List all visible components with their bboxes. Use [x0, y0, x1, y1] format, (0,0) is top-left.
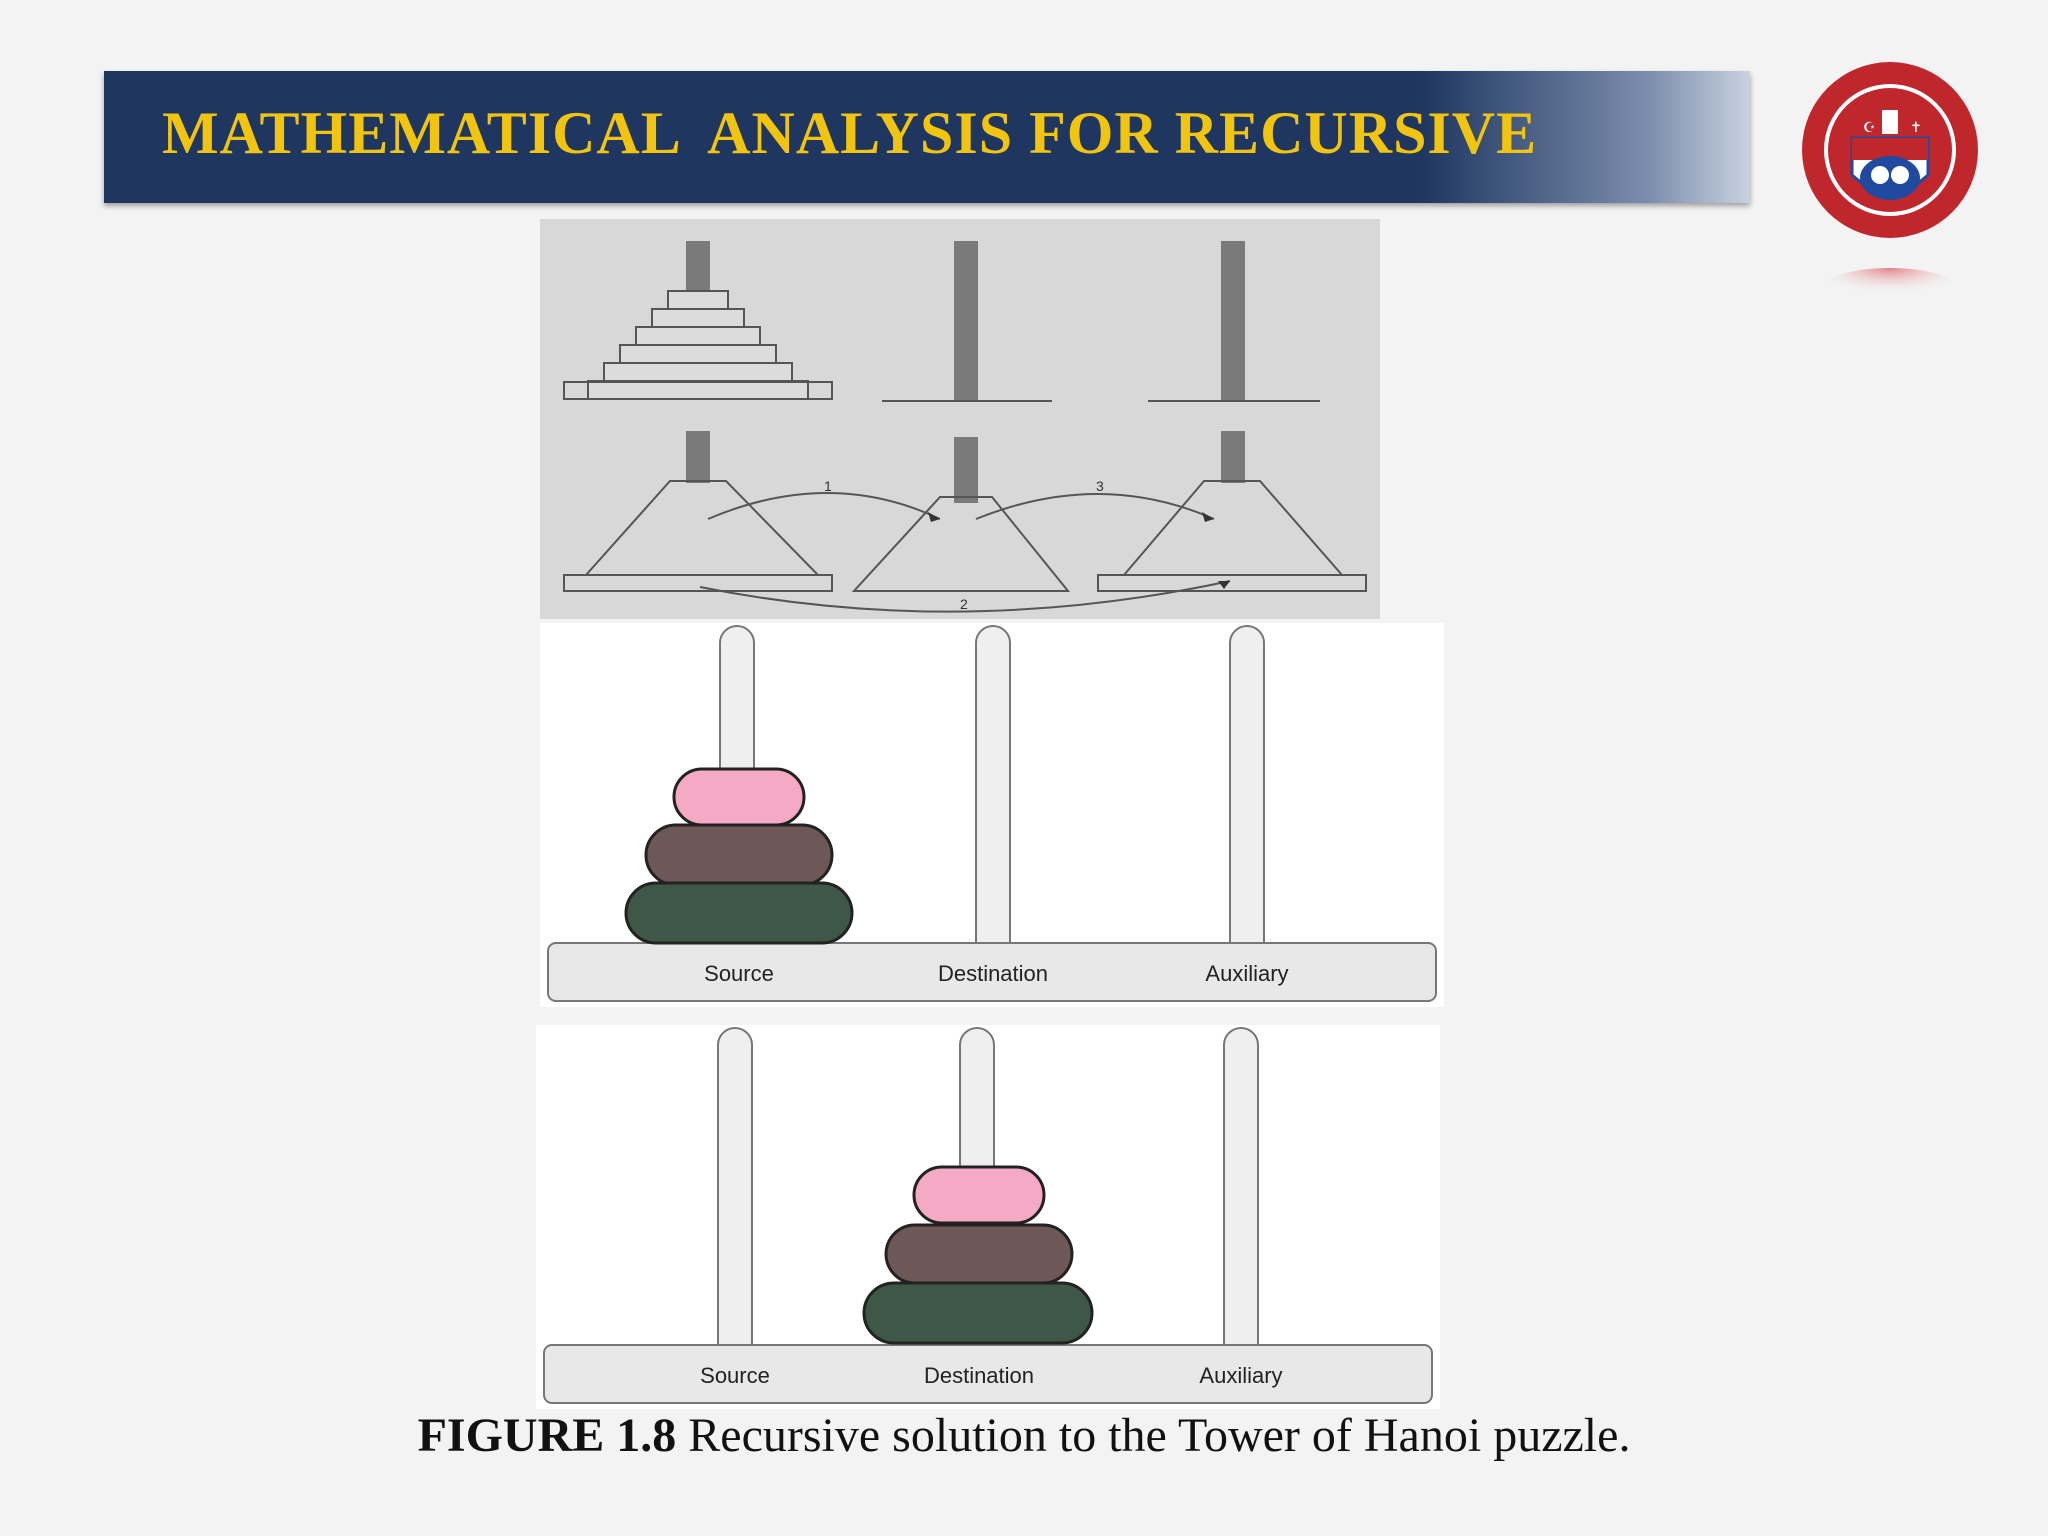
base-disk [563, 574, 833, 592]
figure-number: FIGURE 1.8 [417, 1409, 677, 1462]
label-source: Source [700, 1363, 770, 1388]
hanoi-initial-state: Source Destination Auxiliary [540, 623, 1444, 1007]
move-label-3: 3 [1096, 478, 1104, 494]
svg-text:☪: ☪ [1863, 119, 1876, 135]
peg [954, 437, 978, 503]
move-arrow-2 [699, 580, 1231, 613]
base-board [547, 942, 1437, 1002]
label-destination: Destination [924, 1363, 1034, 1388]
base-disk [563, 381, 833, 400]
peg-auxiliary [1223, 1027, 1259, 1348]
label-destination: Destination [938, 961, 1048, 986]
peg-destination [975, 625, 1011, 946]
disk [635, 326, 761, 346]
disk-stack [851, 496, 1071, 592]
disk [651, 308, 745, 328]
caption-text: Recursive solution to the Tower of Hanoi… [676, 1409, 1631, 1462]
peg [954, 241, 978, 401]
move-label-2: 2 [960, 596, 968, 612]
peg-source [717, 1027, 753, 1348]
recursion-steps-diagram: 1 3 2 [540, 219, 1380, 619]
peg [1221, 241, 1245, 401]
disk [587, 380, 809, 400]
large-disk [624, 881, 854, 945]
peg [686, 431, 710, 483]
medium-disk [884, 1223, 1074, 1285]
institute-seal-icon: ☪ ✝ [1802, 62, 1978, 312]
title-bar: MATHEMATICAL ANALYSIS FOR RECURSIVE [104, 71, 1750, 203]
hanoi-final-state: Source Destination Auxiliary [536, 1025, 1440, 1409]
peg [1221, 431, 1245, 483]
slide-title: MATHEMATICAL ANALYSIS FOR RECURSIVE [162, 100, 1538, 166]
label-auxiliary: Auxiliary [1205, 961, 1288, 986]
label-auxiliary: Auxiliary [1199, 1363, 1282, 1388]
move-label-1: 1 [824, 478, 832, 494]
peg-auxiliary [1229, 625, 1265, 946]
disk [603, 362, 793, 382]
figure-caption: FIGURE 1.8 Recursive solution to the Tow… [0, 1408, 2048, 1463]
small-disk [912, 1165, 1046, 1225]
base-board [543, 1344, 1433, 1404]
disk [619, 344, 777, 364]
medium-disk [644, 823, 834, 887]
label-source: Source [704, 961, 774, 986]
move-arrow-1 [707, 492, 941, 520]
large-disk [862, 1281, 1094, 1345]
svg-text:✝: ✝ [1910, 119, 1922, 135]
move-arrow-3 [975, 493, 1215, 520]
small-disk [672, 767, 806, 827]
base-disk [1097, 574, 1367, 592]
disk [667, 290, 729, 310]
